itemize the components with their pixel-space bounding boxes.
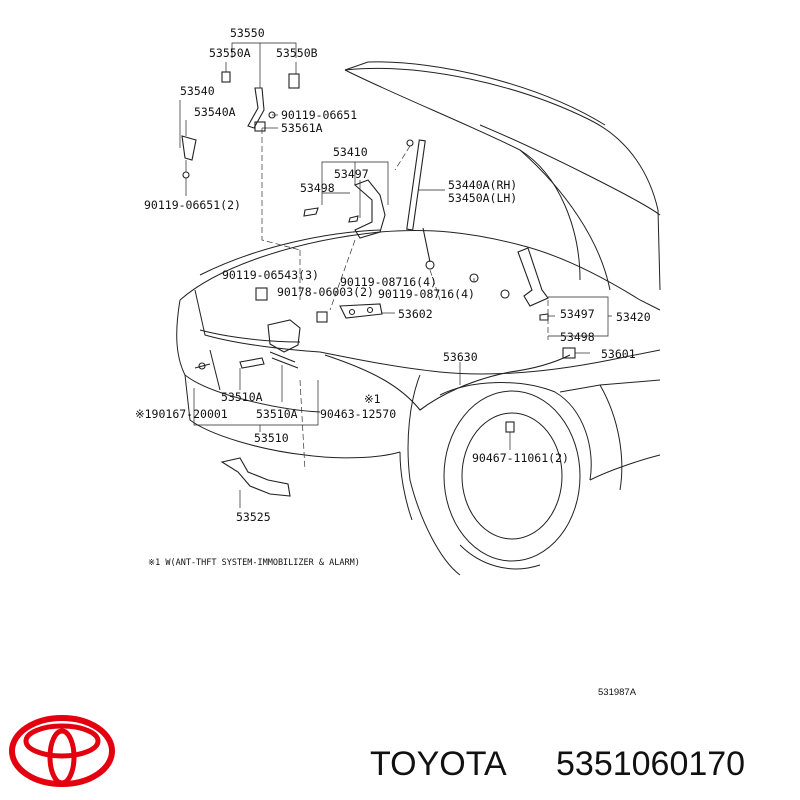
label-90119-06651: 90119-06651 [281, 108, 357, 122]
brand-name: TOYOTA [370, 745, 507, 783]
footnote: ※1 W(ANT-THFT SYSTEM-IMMOBILIZER & ALARM… [148, 558, 360, 568]
label-53550a: 53550A [209, 46, 251, 60]
label-53602: 53602 [398, 307, 433, 321]
label-53525: 53525 [236, 510, 271, 524]
label-90119-06543: 90119-06543(3) [222, 268, 319, 282]
label-90119-08716-a: 90119-08716(4) [340, 275, 437, 289]
label-53440a: 53440A(RH) [448, 178, 517, 192]
label-53630: 53630 [443, 350, 478, 364]
label-53498-lower: 53498 [560, 330, 595, 344]
label-53561a: 53561A [281, 121, 323, 135]
diagram-code: 531987A [598, 687, 637, 698]
label-53540: 53540 [180, 84, 215, 98]
logo-vertical-ring [47, 728, 77, 786]
dashed-guides [261, 128, 549, 471]
label-53410: 53410 [333, 145, 368, 159]
label-53497-upper: 53497 [334, 167, 369, 181]
label-90463-12570: 90463-12570 [320, 407, 396, 421]
toyota-logo [9, 715, 115, 787]
leader-lines [179, 42, 612, 508]
label-90467-11061: 90467-11061(2) [472, 451, 569, 465]
label-53510a-1: 53510A [221, 390, 263, 404]
label-mark-1: ※1 [364, 392, 381, 406]
label-90119-06651-2: 90119-06651(2) [144, 198, 241, 212]
logo-horizontal-ring [23, 723, 101, 759]
label-90178-06003: 90178-06003(2) [277, 285, 374, 299]
callout-labels: 53550 53550A 53550B 53540 53540A 90119-0… [135, 26, 651, 524]
label-53510a-2: 53510A [256, 407, 298, 421]
label-53550: 53550 [230, 26, 265, 40]
label-190167-20001: ※190167-20001 [135, 407, 228, 421]
label-53540a: 53540A [194, 105, 236, 119]
label-53420: 53420 [616, 310, 651, 324]
label-53450a: 53450A(LH) [448, 191, 517, 205]
label-90119-08716-b: 90119-08716(4) [378, 287, 475, 301]
part-number: 5351060170 [556, 745, 745, 783]
label-53497-lower: 53497 [560, 307, 595, 321]
label-53550b: 53550B [276, 46, 318, 60]
label-53510: 53510 [254, 431, 289, 445]
vehicle-outline [176, 61, 661, 576]
label-53601: 53601 [601, 347, 636, 361]
label-53498-upper: 53498 [300, 181, 335, 195]
